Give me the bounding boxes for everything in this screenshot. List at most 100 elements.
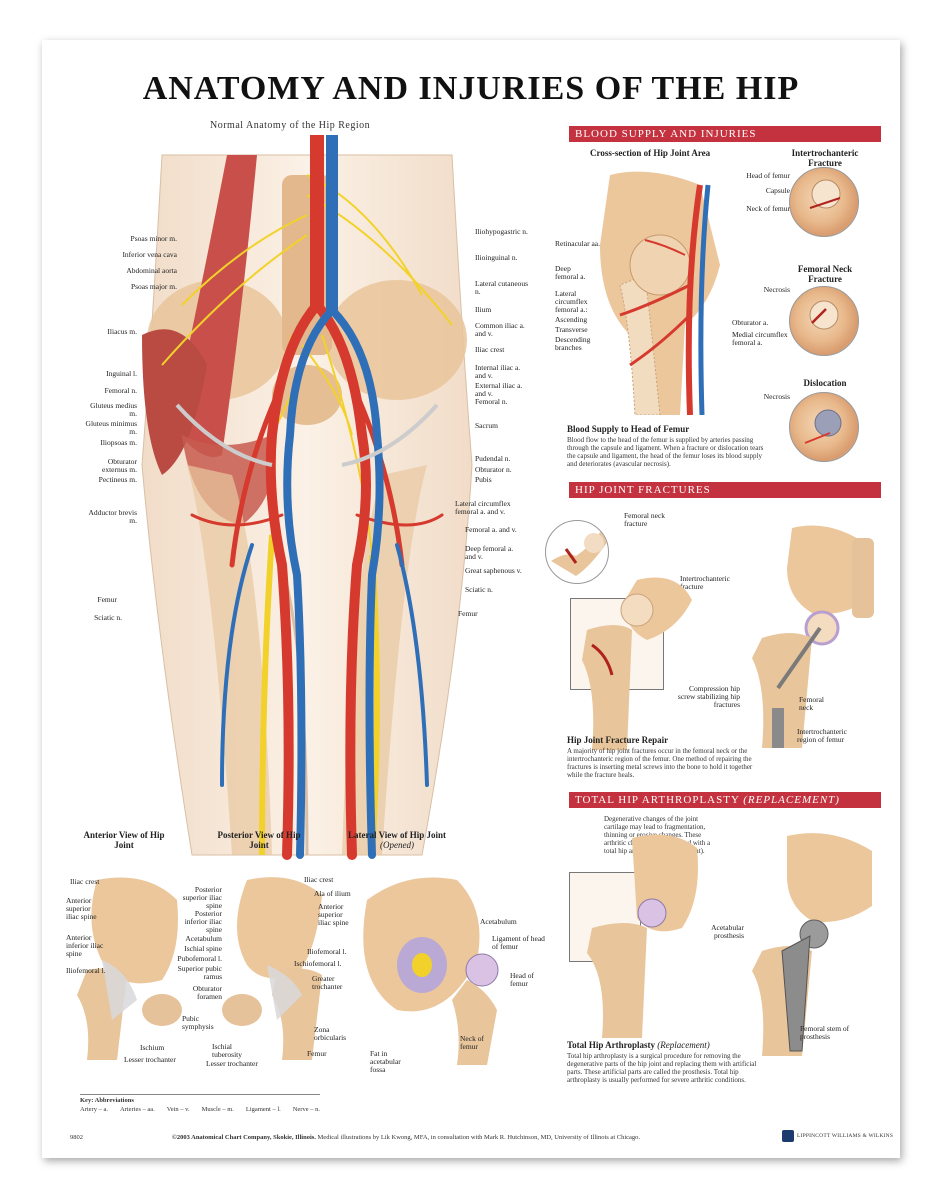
main-left-label: Iliacus m. [107, 327, 137, 336]
arthroplasty-text: Total hip arthroplasty is a surgical pro… [567, 1052, 757, 1084]
anterior-hip-illustration [77, 877, 182, 1060]
femoral-neck-circle [789, 286, 859, 356]
posterior-label: Femur [307, 1049, 327, 1058]
publisher-name: LIPPINCOTT WILLIAMS & WILKINS [797, 1133, 894, 1139]
arthroplasty-header-text: TOTAL HIP ARTHROPLASTY [575, 794, 740, 806]
lateral-label: Fat in acetabular fossa [370, 1049, 401, 1074]
key-item: Arteries – aa. [119, 1106, 155, 1113]
main-left-label: Femoral n. [104, 386, 138, 395]
lateral-label: Head of femur [510, 971, 534, 988]
main-right-label: Great saphenous v. [465, 566, 522, 575]
neck-fracture-circle [545, 520, 609, 584]
blood-small-label: Necrosis [763, 285, 790, 294]
main-right-label: Obturator n. [475, 465, 512, 474]
main-right-label: Deep femoral a. and v. [465, 544, 514, 561]
fractures-header: HIP JOINT FRACTURES [569, 482, 881, 498]
main-left-label: Adductor brevis m. [88, 508, 137, 525]
key-item: Artery – a. [80, 1106, 108, 1113]
main-right-label: Internal iliac a. and v. [475, 363, 521, 380]
femoral-neck-title: Femoral Neck Fracture [797, 264, 853, 284]
main-left-label: Psoas minor m. [130, 234, 177, 243]
lateral-view-title: Lateral View of Hip Joint (Opened) [342, 830, 452, 850]
main-right-label: External iliac a. and v. [475, 381, 523, 398]
main-right-label: Lateral circumflex femoral a. and v. [455, 499, 511, 516]
main-left-label: Abdominal aorta [126, 266, 177, 275]
main-right-label: Iliohypogastric n. [475, 227, 528, 236]
posterior-label: Ischiofemoral l. [294, 959, 342, 968]
main-right-label: Femoral a. and v. [465, 525, 517, 534]
main-view-title: Normal Anatomy of the Hip Region [210, 120, 371, 131]
lateral-label: Acetabulum [480, 917, 517, 926]
main-left-label: Psoas major m. [130, 282, 177, 291]
blood-small-label: Neck of femur [746, 204, 790, 213]
posterior-label: Anterior superior iliac spine [318, 902, 349, 927]
poster-title: ANATOMY AND INJURIES OF THE HIP [142, 70, 800, 107]
main-left-label: Inferior vena cava [122, 250, 177, 259]
lateral-view-title-text: Lateral View of Hip Joint [348, 830, 446, 840]
blood-label: Medial circumflex femoral a. [732, 330, 788, 347]
posterior-view-title: Posterior View of Hip Joint [217, 830, 301, 850]
publisher-mark-icon [782, 1130, 794, 1142]
main-right-label: Iliac crest [475, 345, 505, 354]
arthroplasty-label: Acetabular prosthesis [711, 923, 744, 940]
main-right-label: Ilium [475, 305, 492, 314]
arthroplasty-subtitle-italic: (Replacement) [657, 1040, 710, 1050]
footer-illustrator: Medical illustrations by Lik Kwong, MFA,… [317, 1134, 641, 1141]
blood-label: Deep femoral a. [555, 264, 586, 281]
posterior-label: Posterior inferior iliac spine [184, 909, 222, 934]
main-left-label: Femur [97, 595, 117, 604]
posterior-label: Posterior superior iliac spine [182, 885, 222, 910]
fracture-repair-subtitle: Hip Joint Fracture Repair [567, 735, 669, 745]
arthroplasty-subtitle-text: Total Hip Arthroplasty [567, 1040, 656, 1050]
key-item: Nerve – n. [292, 1106, 320, 1113]
lateral-view-title-italic: (Opened) [380, 840, 414, 850]
cross-section-title: Cross-section of Hip Joint Area [590, 148, 711, 158]
intertrochanteric-title: Intertrochanteric Fracture [791, 148, 859, 168]
key-title: Key: Abbreviations [80, 1097, 134, 1104]
main-right-label: Pudendal n. [475, 454, 511, 463]
anterior-label: Iliofemoral l. [66, 966, 106, 975]
posterior-hip-illustration [222, 877, 322, 1060]
posterior-label: Superior pubic ramus [177, 964, 222, 981]
fracture-label: Intertrochanteric fracture [680, 574, 730, 591]
blood-label: Ascending [555, 315, 588, 324]
main-left-label: Gluteus minimus m. [85, 419, 137, 436]
blood-small-label: Necrosis [763, 392, 790, 401]
main-left-label: Sciatic n. [94, 613, 122, 622]
posterior-label: Greater trochanter [312, 974, 343, 991]
blood-supply-text: Blood flow to the head of the femur is s… [567, 436, 764, 468]
main-right-label: Pubis [475, 475, 492, 484]
posterior-label: Pubofemoral l. [177, 954, 222, 963]
fracture-repair-text: A majority of hip joint fractures occur … [567, 747, 753, 779]
posterior-label: Iliac crest [304, 875, 334, 884]
blood-label: Descending branches [555, 335, 591, 352]
main-right-label: Ilioinguinal n. [475, 253, 518, 262]
anterior-label: Anterior inferior iliac spine [66, 933, 104, 958]
blood-supply-subtitle: Blood Supply to Head of Femur [567, 424, 690, 434]
main-left-label: Pectineus m. [98, 475, 137, 484]
dislocation-title: Dislocation [803, 378, 847, 388]
arthroplasty-subtitle: Total Hip Arthroplasty (Replacement) [567, 1040, 710, 1050]
anterior-label: Pubic symphysis [182, 1014, 214, 1031]
posterior-label: Iliofemoral l. [307, 947, 347, 956]
fracture-illustration-left [582, 577, 692, 750]
arthroplasty-header-italic: (REPLACEMENT) [743, 794, 840, 806]
anatomy-poster: ANATOMY AND INJURIES OF THE HIP Normal A… [42, 40, 900, 1158]
abbreviation-key: Key: Abbreviations Artery – a. Arteries … [80, 1094, 320, 1113]
anterior-label: Iliac crest [70, 877, 100, 886]
blood-small-label: Capsule [765, 186, 790, 195]
blood-label: Transverse [555, 325, 588, 334]
main-left-label: Iliopsoas m. [100, 438, 137, 447]
fracture-label: Femoral neck fracture [624, 511, 666, 528]
posterior-label: Zona orbicularis [314, 1025, 347, 1042]
posterior-label: Ischial tuberosity [212, 1042, 242, 1059]
anterior-view-title: Anterior View of Hip Joint [83, 830, 165, 850]
blood-supply-header: BLOOD SUPPLY AND INJURIES [569, 126, 881, 142]
dislocation-circle [789, 392, 859, 462]
lateral-label: Neck of femur [460, 1034, 484, 1051]
posterior-label: Ischial spine [184, 944, 222, 953]
anterior-label: Ischium [140, 1043, 165, 1052]
arthritic-hip-illustration [587, 834, 698, 1038]
main-right-label: Femur [458, 609, 478, 618]
main-left-label: Obturator externus m. [102, 457, 137, 474]
